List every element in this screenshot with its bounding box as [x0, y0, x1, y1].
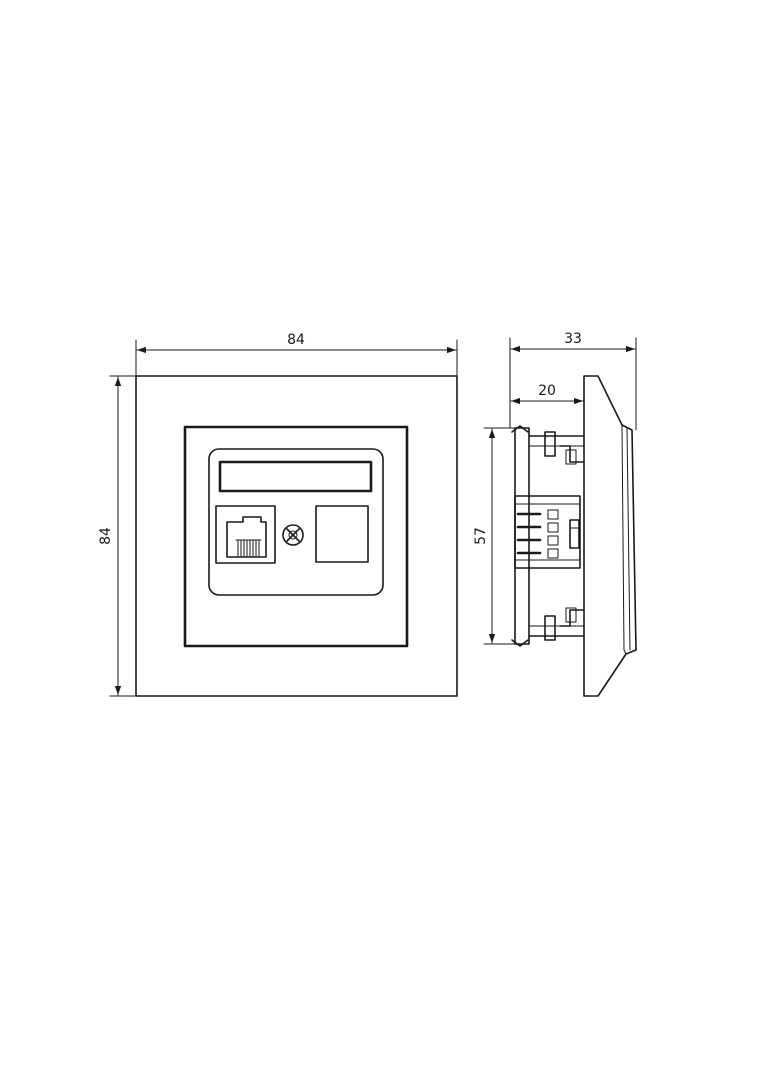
front-height-label: 84 [98, 527, 114, 545]
side-depth-total-dimension: 33 [509, 331, 637, 431]
side-depth-body-dimension: 20 [510, 383, 585, 411]
outer-frame [135, 375, 458, 697]
blank-port-icon [315, 505, 369, 563]
side-depth-body-label: 20 [538, 383, 556, 399]
front-height-dimension: 84 [98, 375, 137, 697]
front-width-label: 84 [287, 332, 305, 348]
cross-screw-icon [282, 524, 304, 546]
side-depth-total-label: 33 [564, 331, 582, 347]
side-cover-plate [583, 375, 637, 697]
socket-plate [208, 448, 384, 596]
front-view: 84 84 [98, 332, 458, 697]
side-mounting-body [511, 425, 585, 647]
side-height-label: 57 [473, 527, 489, 545]
inner-frame [183, 425, 409, 648]
front-width-dimension: 84 [135, 332, 458, 377]
side-height-dimension: 57 [473, 427, 516, 645]
label-strip [218, 460, 373, 493]
rj45-socket-icon [215, 505, 276, 564]
side-view: 33 20 57 [473, 331, 637, 697]
